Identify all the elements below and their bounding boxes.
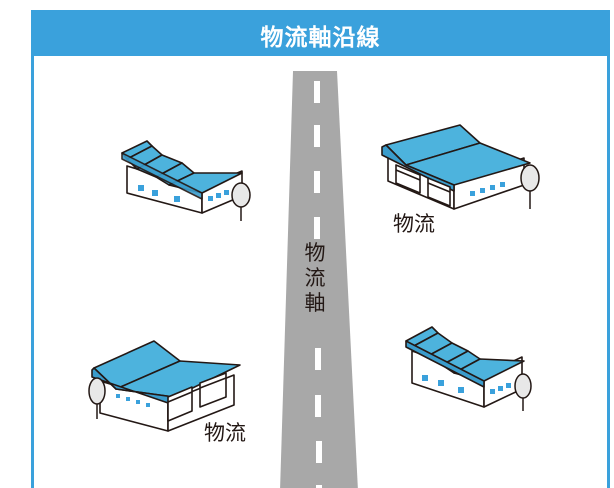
header-bar: 物流軸沿線 [34,13,607,56]
factory-building-icon [405,326,525,408]
warehouse-building-icon [91,340,241,432]
tree-icon [231,182,251,221]
road-label-char: 流 [304,266,326,290]
warehouse-building-icon [381,124,531,210]
tree-icon [88,377,106,419]
page-title: 物流軸沿線 [260,24,381,51]
road-center-dashes [314,81,322,488]
warehouse-label-top-right: 物流 [393,212,435,236]
road-label-char: 物 [304,241,326,265]
tree-icon [520,164,540,209]
diagram-frame: 物流軸沿線 [31,10,610,488]
road-label-char: 軸 [304,291,326,315]
factory-building-icon [121,140,243,214]
warehouse-label-bottom-left: 物流 [204,421,246,445]
tree-icon [514,373,532,411]
road-label: 物 流 軸 [300,239,330,318]
